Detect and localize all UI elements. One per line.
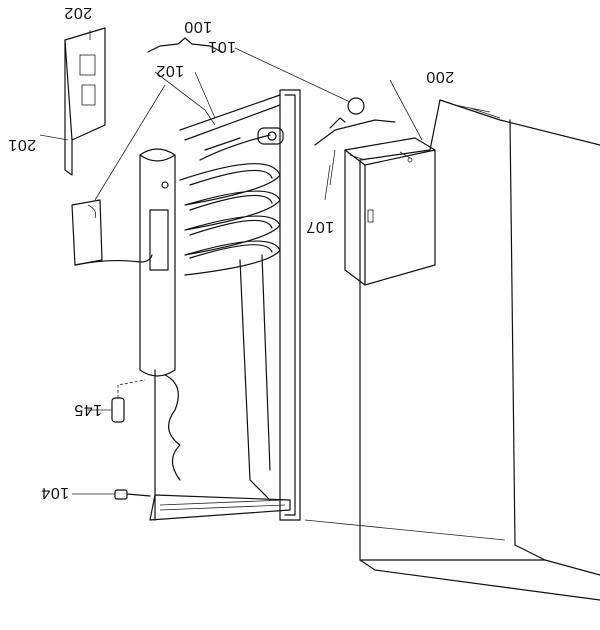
screw-part [114, 489, 151, 500]
label-100: 100 [184, 18, 212, 35]
sensor-plug [111, 379, 146, 423]
label-202: 202 [64, 4, 92, 21]
side-panel [64, 27, 106, 176]
lower-tubes [149, 254, 291, 521]
cover-box [344, 137, 436, 286]
label-200: 200 [426, 68, 454, 85]
label-102: 102 [156, 62, 184, 79]
leader-lines [39, 30, 423, 495]
label-101: 101 [208, 38, 236, 55]
callout-labels: 100 101 102 104 107 145 200 201 202 [8, 4, 454, 501]
receiver-tube [257, 127, 284, 145]
label-107: 107 [306, 218, 334, 235]
mounting-bracket [71, 199, 153, 266]
label-104: 104 [41, 484, 69, 501]
label-201: 201 [8, 136, 36, 153]
thermostat-capillary [314, 117, 396, 186]
cabinet-body [304, 99, 600, 601]
label-145: 145 [74, 401, 102, 418]
ball-part [347, 97, 365, 115]
boiler-cylinder [139, 148, 176, 377]
frame-rail [179, 89, 301, 521]
condenser-coils [179, 134, 281, 276]
